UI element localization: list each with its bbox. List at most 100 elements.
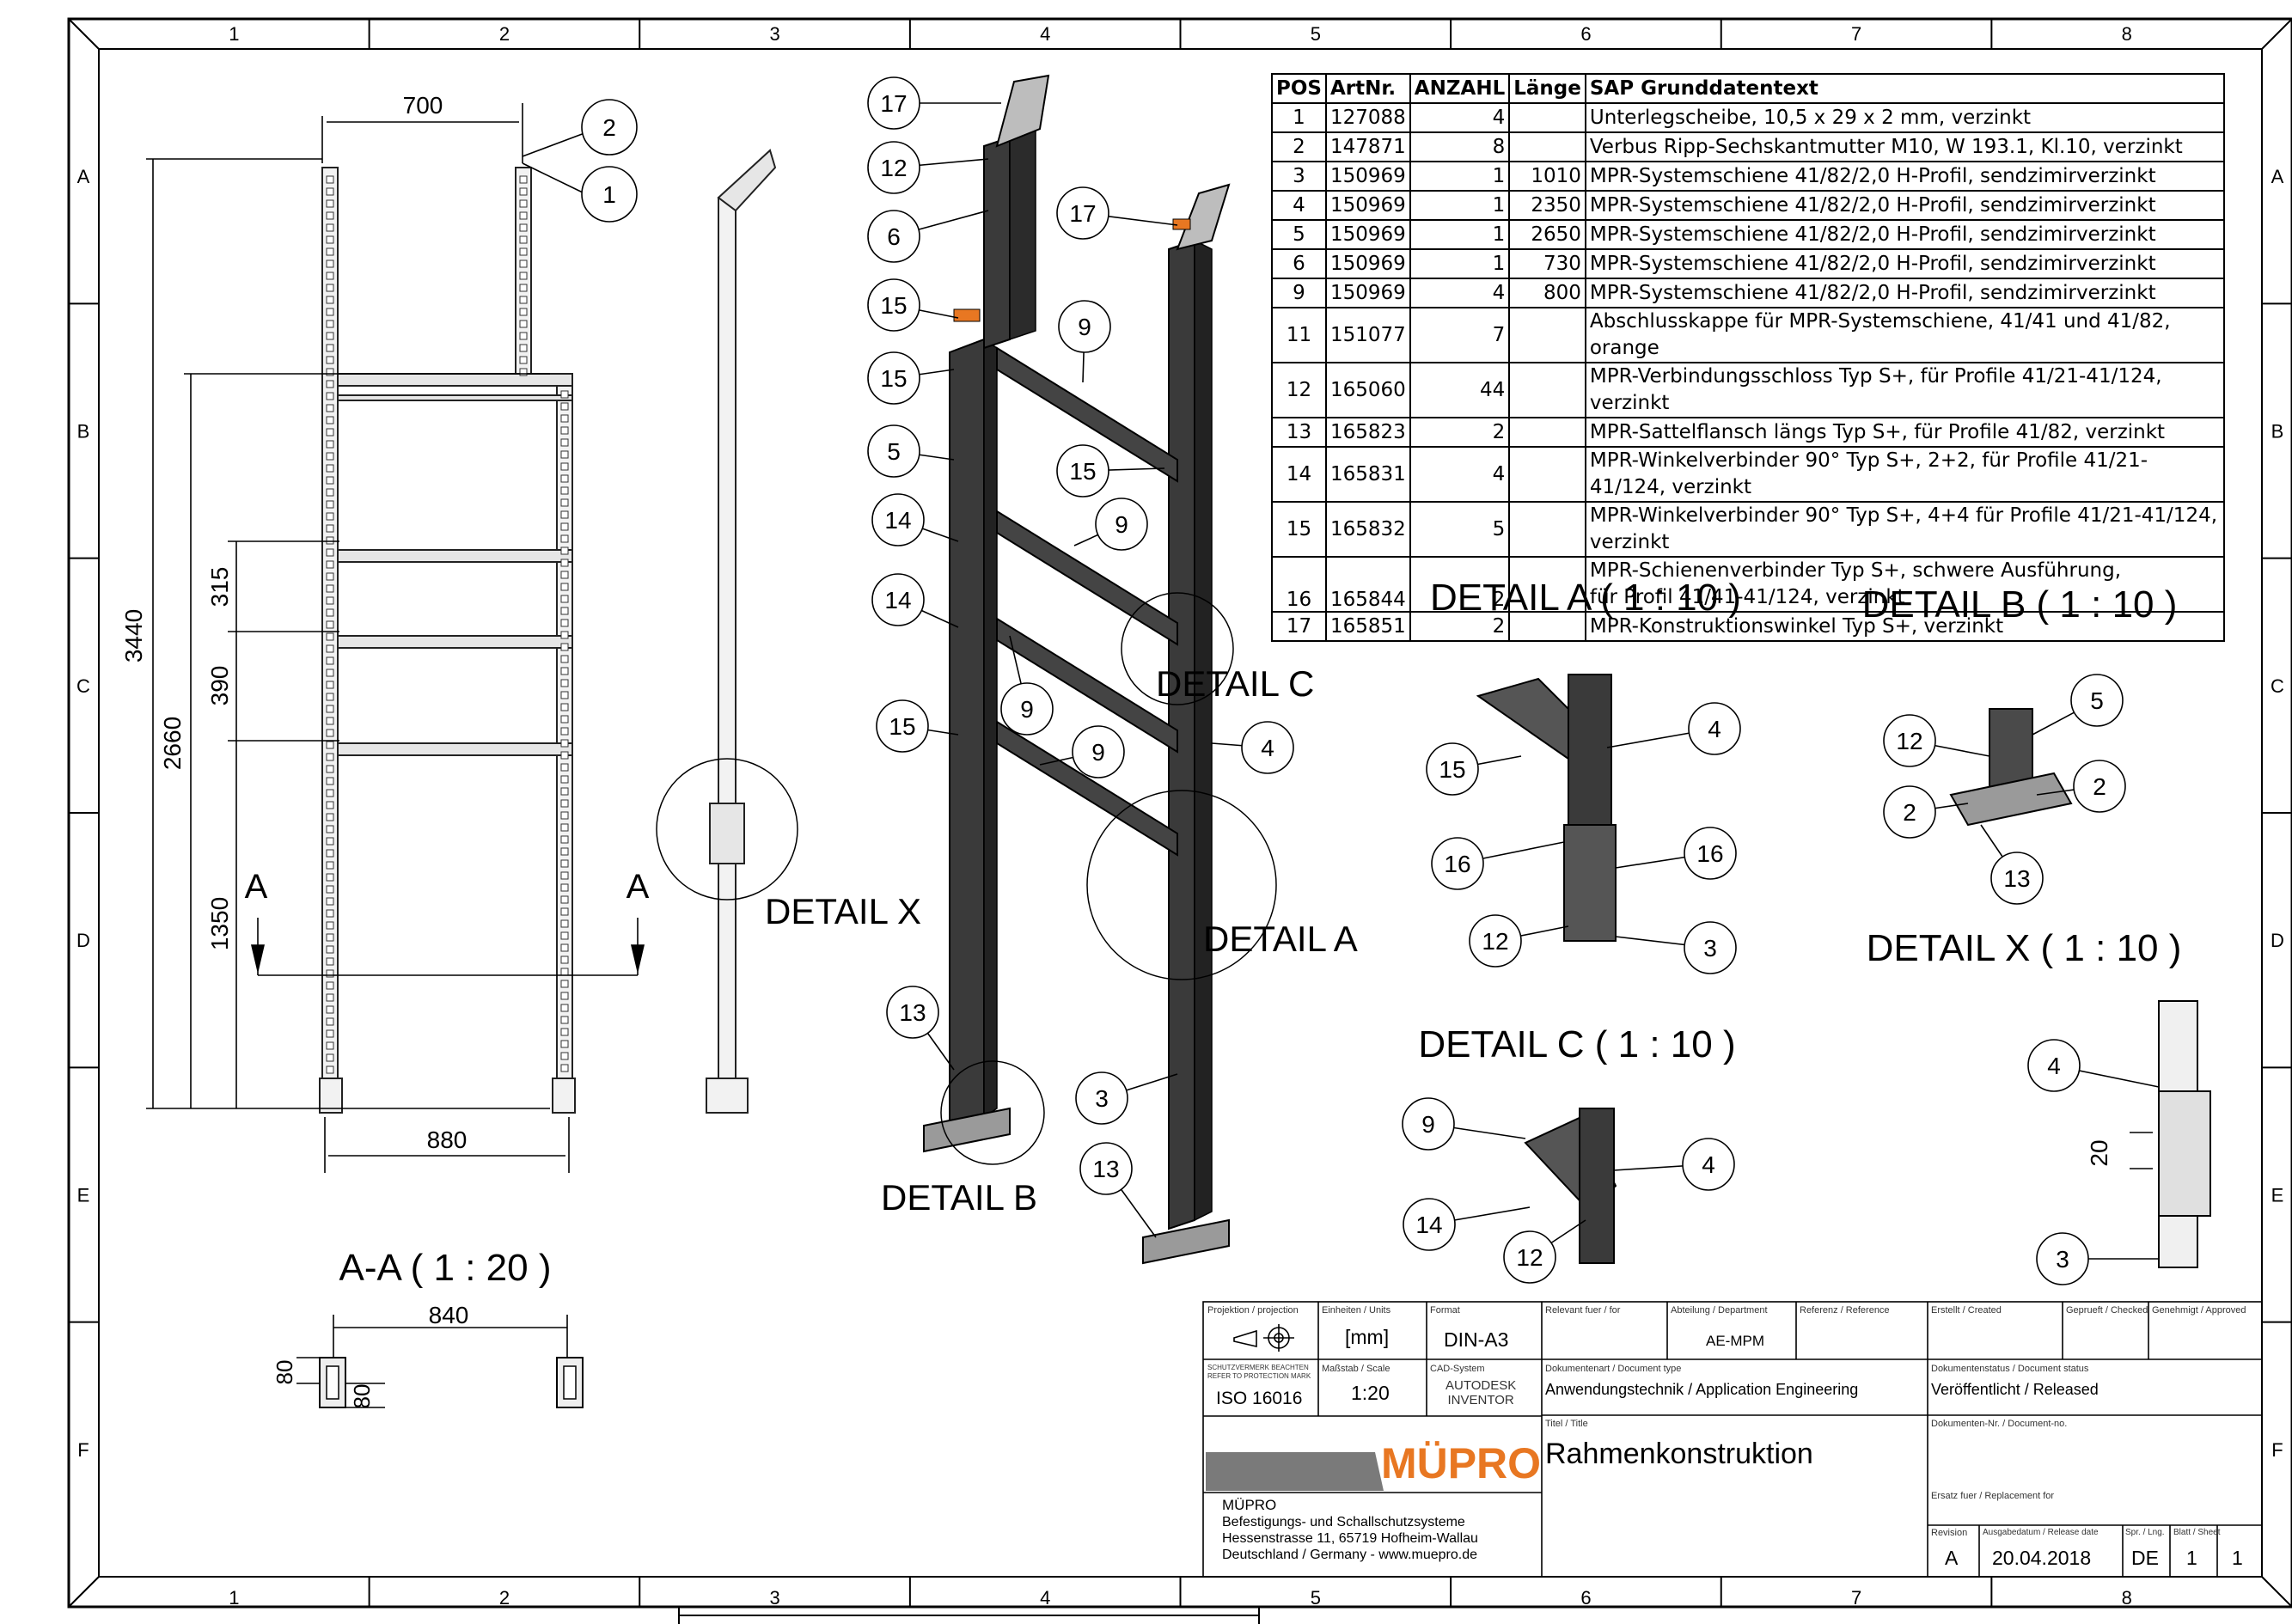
cell-pos: 14 [1271,446,1327,503]
detail-a-balloon: 15 [1439,756,1465,783]
cell-length: 800 [1508,278,1586,308]
cell-artnr: 150969 [1324,161,1411,192]
detail-c: DETAIL C ( 1 : 10 ) [1418,1023,1736,1264]
grid-col-label-bottom: 3 [769,1587,779,1609]
tb-date-label: Ausgabedatum / Release date [1983,1528,2099,1537]
cell-artnr: 165851 [1324,611,1411,642]
cell-description: MPR-Systemschiene 41/82/2,0 H-Profil, se… [1584,190,2226,221]
tb-units-label: Einheiten / Units [1322,1305,1391,1316]
detail-c-balloon: 14 [1415,1212,1442,1238]
cell-length: 730 [1508,248,1586,279]
cell-length [1508,362,1586,418]
grid-row-label-right: F [2271,1439,2283,1461]
muepro-logo: MÜPRO [1206,1439,1541,1491]
tb-protection-label: SCHUTZVERMERK BEACHTEN REFER TO PROTECTI… [1207,1364,1311,1380]
dim-height-total: 3440 [120,609,147,662]
dim-bottom-width: 880 [427,1126,468,1153]
grid-col-label-bottom: 8 [2122,1587,2132,1609]
cell-pos: 1 [1271,102,1327,133]
detail-a-balloon: 12 [1482,928,1508,955]
detail-a-balloon: 16 [1696,840,1723,867]
iso-balloon: 4 [1261,735,1274,761]
cell-description: MPR-Systemschiene 41/82/2,0 H-Profil, se… [1584,248,2226,279]
cell-qty: 8 [1409,131,1511,162]
cell-qty: 7 [1409,307,1511,363]
iso-balloon: 15 [880,292,907,319]
grid-row-label-right: E [2271,1185,2284,1206]
cell-description: MPR-Systemschiene 41/82/2,0 H-Profil, se… [1584,278,2226,308]
detail-x: DETAIL X ( 1 : 10 ) 20 [1867,927,2211,1268]
cell-description: MPR-Sattelflansch längs Typ S+, für Prof… [1584,417,2226,448]
iso-balloon: 14 [884,587,911,614]
grid-row-label-left: E [77,1185,90,1206]
front-view [319,167,576,1114]
cell-description: MPR-Schienenverbinder Typ S+, schwere Au… [1584,556,2226,613]
tb-format: DIN-A3 [1444,1328,1509,1351]
grid-col-label-bottom: 7 [1851,1587,1861,1609]
tb-docno-label: Dokumenten-Nr. / Document-no. [1931,1419,2068,1429]
cell-qty: 5 [1409,501,1511,558]
tb-title: Rahmenkonstruktion [1545,1438,1813,1470]
iso-balloon: 13 [899,999,926,1026]
section-aa-title: A-A ( 1 : 20 ) [339,1247,552,1289]
tb-scale: 1:20 [1351,1382,1390,1404]
tb-approved-label: Genehmigt / Approved [2152,1305,2246,1316]
cell-description: MPR-Winkelverbinder 90° Typ S+, 4+4 für … [1584,501,2226,558]
tb-projection-label: Projektion / projection [1207,1305,1299,1316]
iso-labels: DETAIL C DETAIL A DETAIL B [881,663,1358,1218]
cell-qty: 1 [1409,219,1511,250]
cell-artnr: 165060 [1324,362,1411,418]
iso-detail-a-label: DETAIL A [1203,919,1358,959]
detail-x-balloon: 3 [2056,1246,2069,1273]
detail-b-balloon: 12 [1896,728,1922,754]
balloon-1: 1 [602,181,616,208]
tb-doctype-label: Dokumentenart / Document type [1545,1364,1682,1374]
tb-department-label: Abteilung / Department [1671,1305,1768,1316]
grid-row-label-right: D [2271,930,2284,951]
cell-pos: 11 [1271,307,1327,363]
iso-view [923,74,1277,1265]
tb-checked-label: Geprueft / Checked [2066,1305,2148,1316]
cell-length [1508,446,1586,503]
cell-description: MPR-Winkelverbinder 90° Typ S+, 2+2, für… [1584,446,2226,503]
cell-pos: 6 [1271,248,1327,279]
cell-qty: 4 [1409,102,1511,133]
cell-pos: 4 [1271,190,1327,221]
header-qty: ANZAHL [1409,73,1511,104]
iso-balloon: 3 [1095,1085,1109,1112]
cell-qty: 2 [1409,556,1511,613]
cell-qty: 1 [1409,190,1511,221]
detail-a-balloon: 16 [1444,851,1470,877]
detail-b-balloon: 5 [2090,687,2104,714]
iso-balloon: 9 [1020,696,1034,723]
iso-balloon: 9 [1115,511,1128,538]
tb-relevant-label: Relevant fuer / for [1545,1305,1621,1316]
cell-qty: 2 [1409,417,1511,448]
cell-qty: 4 [1409,278,1511,308]
cell-artnr: 150969 [1324,278,1411,308]
title-block-frame [1202,1301,2263,1578]
section-marker-right: A [626,868,650,906]
cell-artnr: 150969 [1324,219,1411,250]
tb-lang-label: Spr. / Lng. [2125,1528,2165,1537]
balloon-2: 2 [602,114,616,141]
iso-balloon: 17 [1069,200,1096,227]
cell-length [1508,556,1586,613]
front-view-dim-text: 700 880 3440 2660 315 390 1350 A A [120,92,650,1153]
grid-col-label-top: 3 [769,23,779,45]
cell-length [1508,102,1586,133]
detail-b-balloon: 2 [2093,773,2106,800]
iso-balloon: 14 [884,507,911,534]
grid-row-label-right: A [2271,166,2284,187]
detail-c-balloon: 12 [1516,1244,1543,1271]
cell-pos: 2 [1271,131,1327,162]
tb-created-label: Erstellt / Created [1931,1305,2002,1316]
iso-detail-b-label: DETAIL B [881,1177,1037,1218]
cell-description: Unterlegscheibe, 10,5 x 29 x 2 mm, verzi… [1584,102,2226,133]
grid-col-label-bottom: 1 [229,1587,239,1609]
